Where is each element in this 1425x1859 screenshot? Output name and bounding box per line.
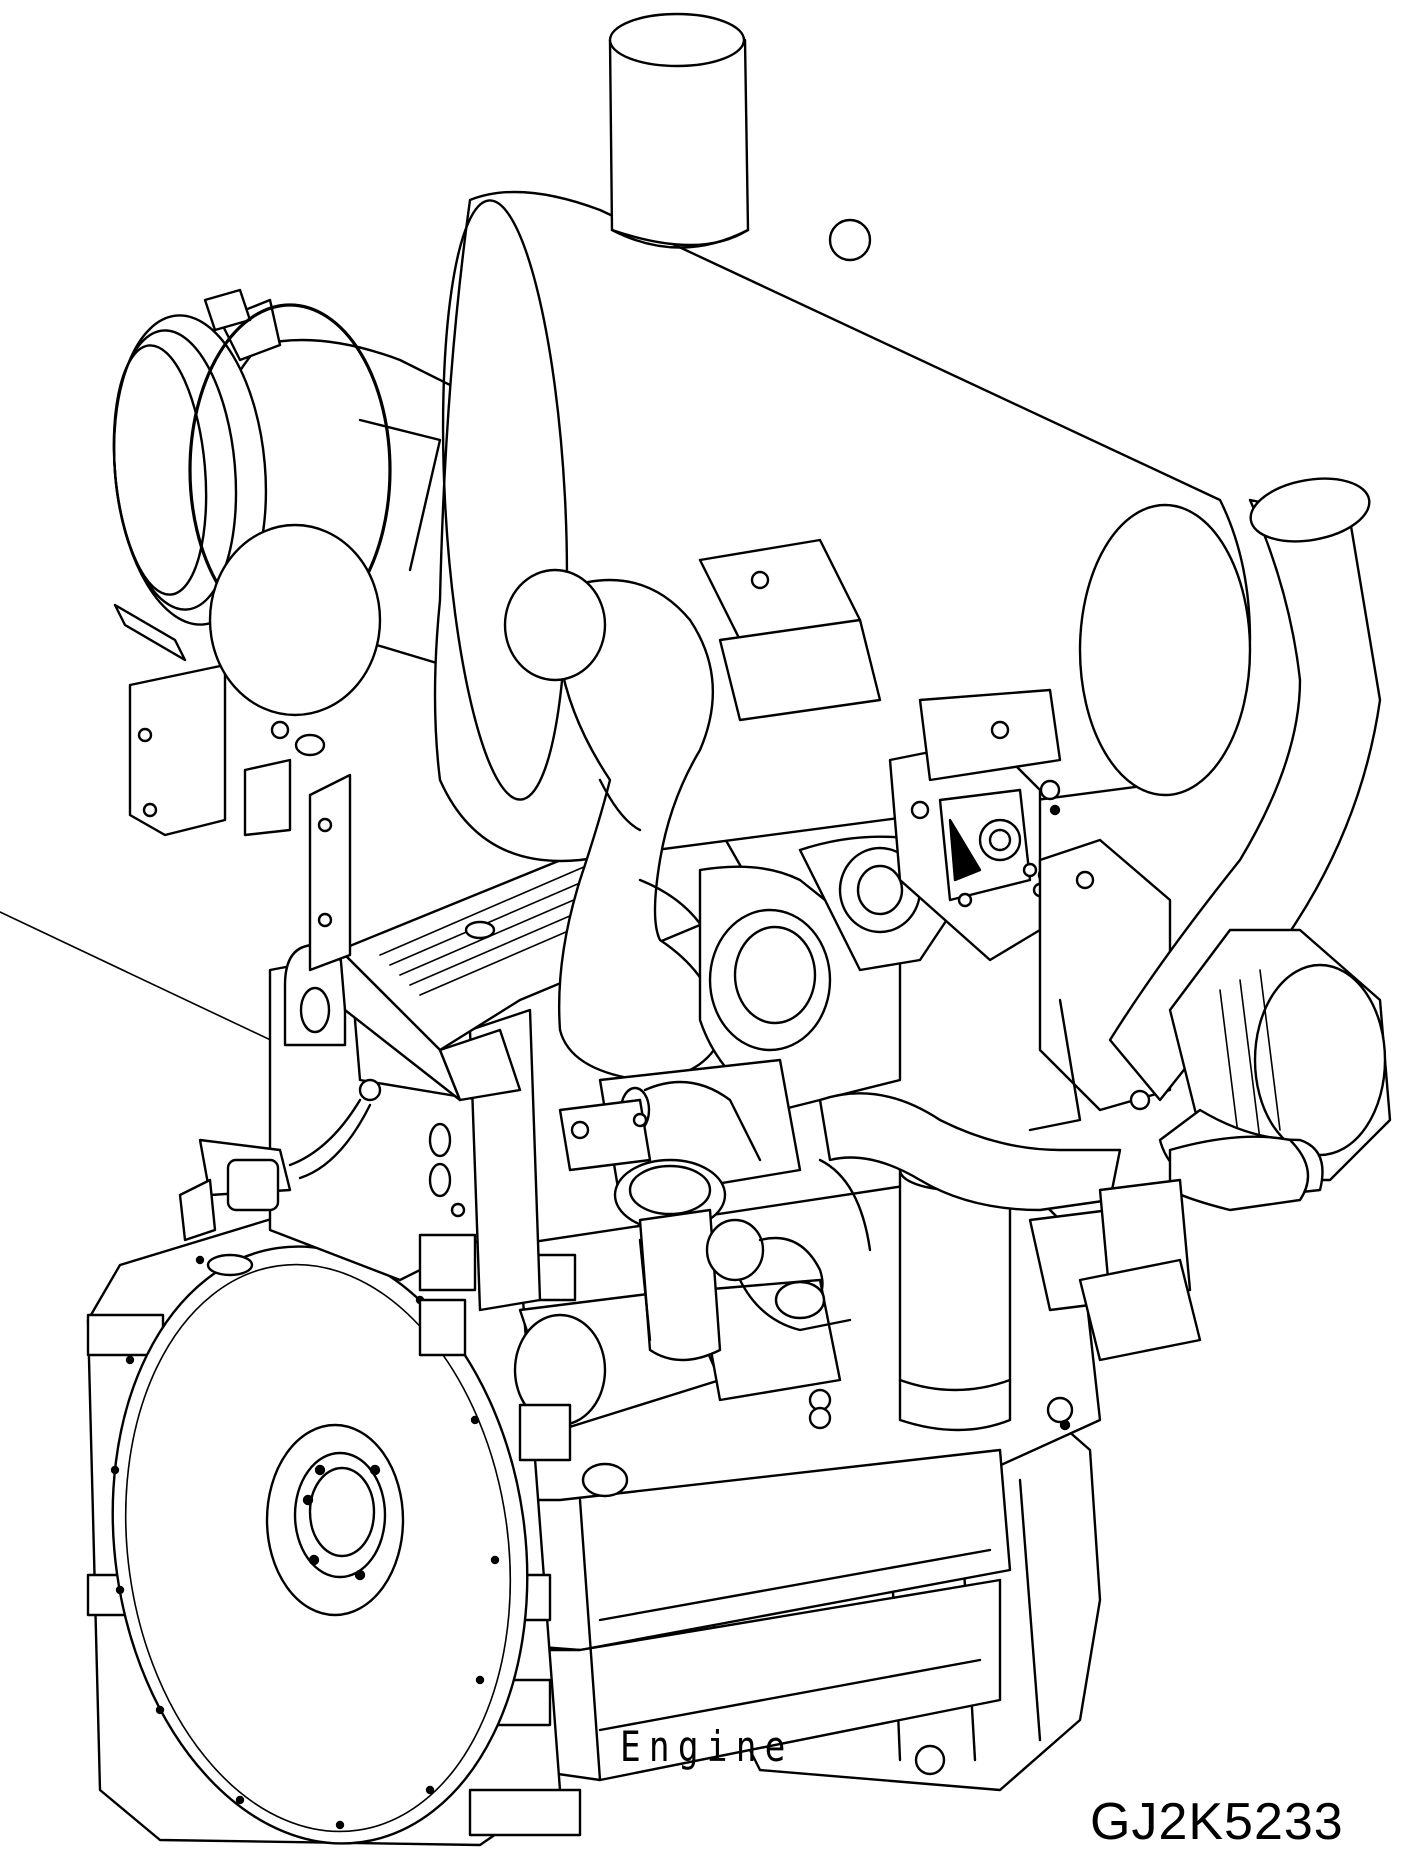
exhaust-stack	[608, 12, 750, 249]
lifting-eye-left	[283, 943, 347, 1047]
air-cleaner	[112, 288, 666, 717]
turbocharger	[698, 738, 1053, 1112]
intake-pipe	[503, 568, 722, 1082]
water-outlet	[598, 1058, 802, 1362]
muffler	[433, 190, 1252, 863]
muffler-bracket	[698, 538, 1062, 782]
air-cleaner-bracket	[128, 663, 352, 972]
alternator	[1158, 928, 1392, 1202]
coolant-hoses	[558, 1098, 872, 1332]
tailpipe	[1108, 477, 1382, 1102]
fuel-line-fittings	[178, 1078, 382, 1277]
flywheel-housing	[110, 1245, 529, 1845]
diagram-caption: Engine	[620, 1722, 794, 1771]
rear-bracket	[1028, 1178, 1202, 1362]
turbo-outlet-pipe	[818, 1092, 1310, 1212]
figure-code: GJ2K5233	[1090, 1793, 1344, 1851]
